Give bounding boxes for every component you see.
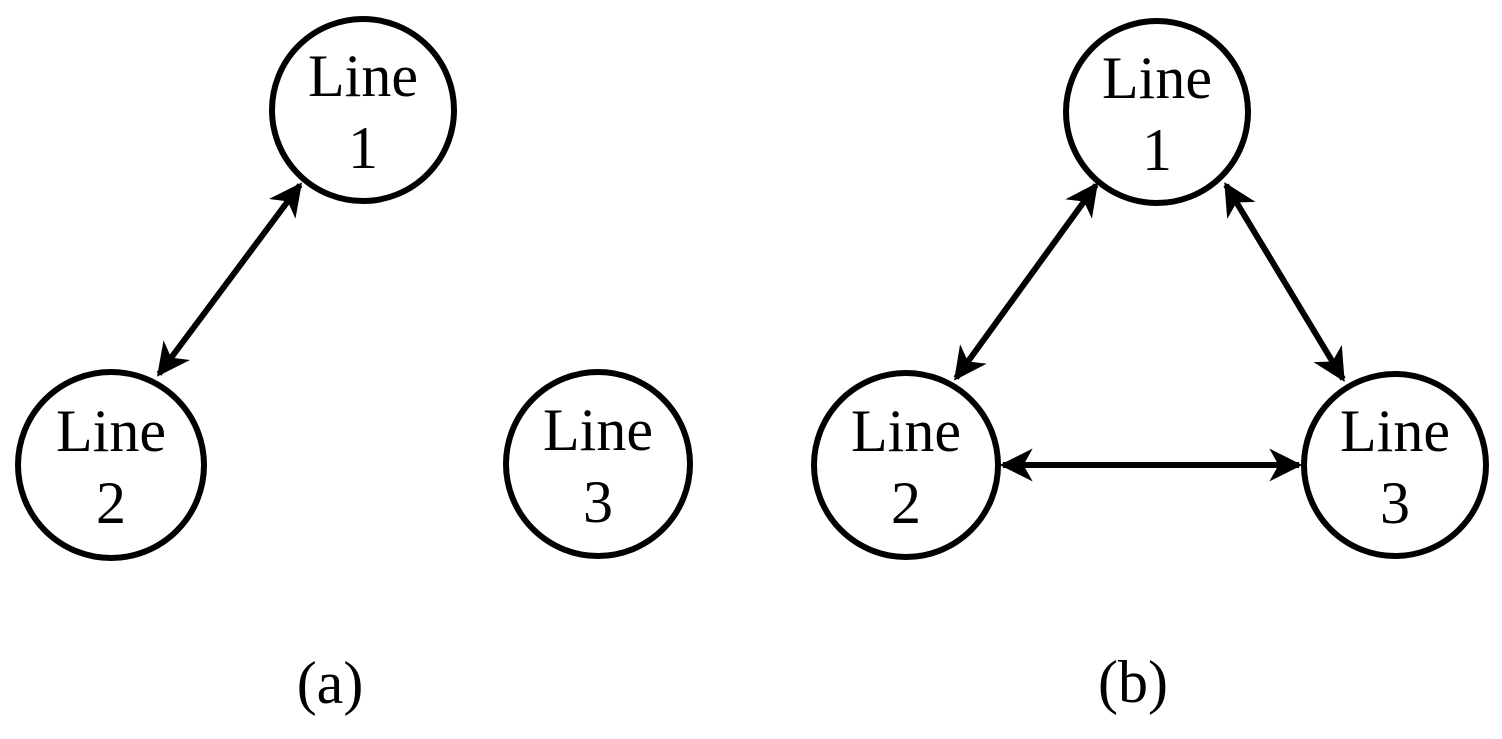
caption-a: (a): [297, 650, 364, 716]
caption-b: (b): [1098, 649, 1168, 715]
node-b-line3-word: Line: [1340, 398, 1450, 464]
node-a-line1-word: Line: [308, 43, 418, 109]
node-b-line1-word: Line: [1102, 45, 1212, 111]
node-a-line2-number: 2: [96, 470, 126, 536]
node-b-line2-number: 2: [891, 470, 921, 536]
node-a-line3-circle: [503, 369, 693, 559]
edge-b-line1-line3: [1223, 182, 1346, 382]
node-b-line3-circle: [1301, 371, 1489, 559]
node-a-line3-number: 3: [583, 469, 613, 535]
edge-b-line1-line2: [953, 182, 1099, 381]
node-b-line1-number: 1: [1142, 117, 1172, 183]
node-a-line2-circle: [15, 369, 207, 561]
node-a-line1-number: 1: [348, 115, 378, 181]
node-a-line1-circle: [269, 16, 457, 204]
node-a-line3-word: Line: [543, 397, 653, 463]
diagram-a: Line 1 Line 2 Line 3 (a): [15, 16, 693, 716]
edge-a-line1-line2: [156, 182, 303, 377]
node-b-line2-word: Line: [851, 398, 961, 464]
diagram-b: Line 1 Line 2 Line 3 (b): [811, 18, 1489, 715]
node-b-line3-number: 3: [1380, 470, 1410, 536]
node-b-line2-circle: [811, 370, 1001, 560]
node-b-line1-circle: [1063, 18, 1251, 206]
node-a-line2-word: Line: [56, 398, 166, 464]
